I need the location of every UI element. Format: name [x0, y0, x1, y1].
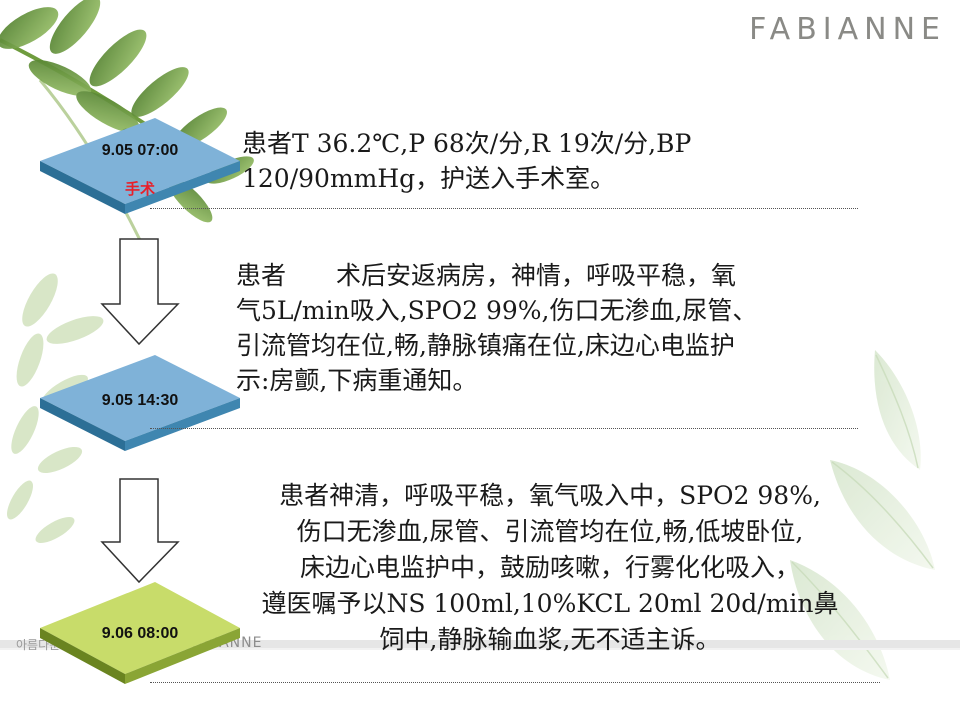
entry-line: 患者 术后安返病房，神情，呼吸平稳，氧 [236, 261, 737, 290]
timeline-entry-text-1: 患者T 36.2℃,P 68次/分,R 19次/分,BP 120/90mmHg，… [242, 126, 691, 196]
timeline-time: 9.06 08:00 [101, 625, 179, 642]
timeline-node-3: 9.06 08:00 [40, 582, 240, 688]
diamond-shape [40, 582, 240, 684]
separator-line [150, 208, 858, 209]
brand-logo-top: FABIANNE [749, 12, 946, 47]
diamond-shape [40, 118, 240, 214]
timeline-time: 9.05 07:00 [101, 142, 179, 159]
entry-line: 遵医嘱予以NS 100ml,10%KCL 20ml 20d/min鼻 [261, 589, 839, 618]
diamond-shape [40, 355, 240, 451]
timeline-entry-text-3: 患者神清，呼吸平稳，氧气吸入中，SPO2 98%, 伤口无渗血,尿管、引流管均在… [212, 478, 888, 658]
timeline-time: 9.05 14:30 [101, 392, 179, 409]
entry-line: 患者神清，呼吸平稳，氧气吸入中，SPO2 98%, [279, 481, 821, 510]
timeline-label: 手术 [124, 180, 155, 198]
entry-line: 患者T 36.2℃,P 68次/分,R 19次/分,BP [242, 129, 692, 158]
timeline-entry-text-2: 患者 术后安返病房，神情，呼吸平稳，氧 气5L/min吸入,SPO2 99%,伤… [236, 258, 757, 398]
entry-line: 120/90mmHg，护送入手术室。 [242, 164, 616, 193]
down-arrow-icon [100, 478, 180, 584]
separator-line [150, 428, 858, 429]
timeline-node-2: 9.05 14:30 [40, 355, 240, 455]
entry-line: 床边心电监护中，鼓励咳嗽，行雾化化吸入， [299, 553, 800, 582]
entry-line: 气5L/min吸入,SPO2 99%,伤口无渗血,尿管、 [236, 296, 758, 325]
entry-line: 饲中,静脉输血浆,无不适主诉。 [379, 625, 721, 654]
entry-line: 伤口无渗血,尿管、引流管均在位,畅,低坡卧位, [296, 517, 804, 546]
down-arrow-icon [100, 238, 180, 346]
entry-line: 引流管均在位,畅,静脉镇痛在位,床边心电监护 [236, 331, 735, 360]
separator-line [150, 682, 880, 683]
timeline-node-1: 9.05 07:00 手术 [40, 118, 240, 218]
entry-line: 示:房颤,下病重通知。 [236, 366, 478, 395]
